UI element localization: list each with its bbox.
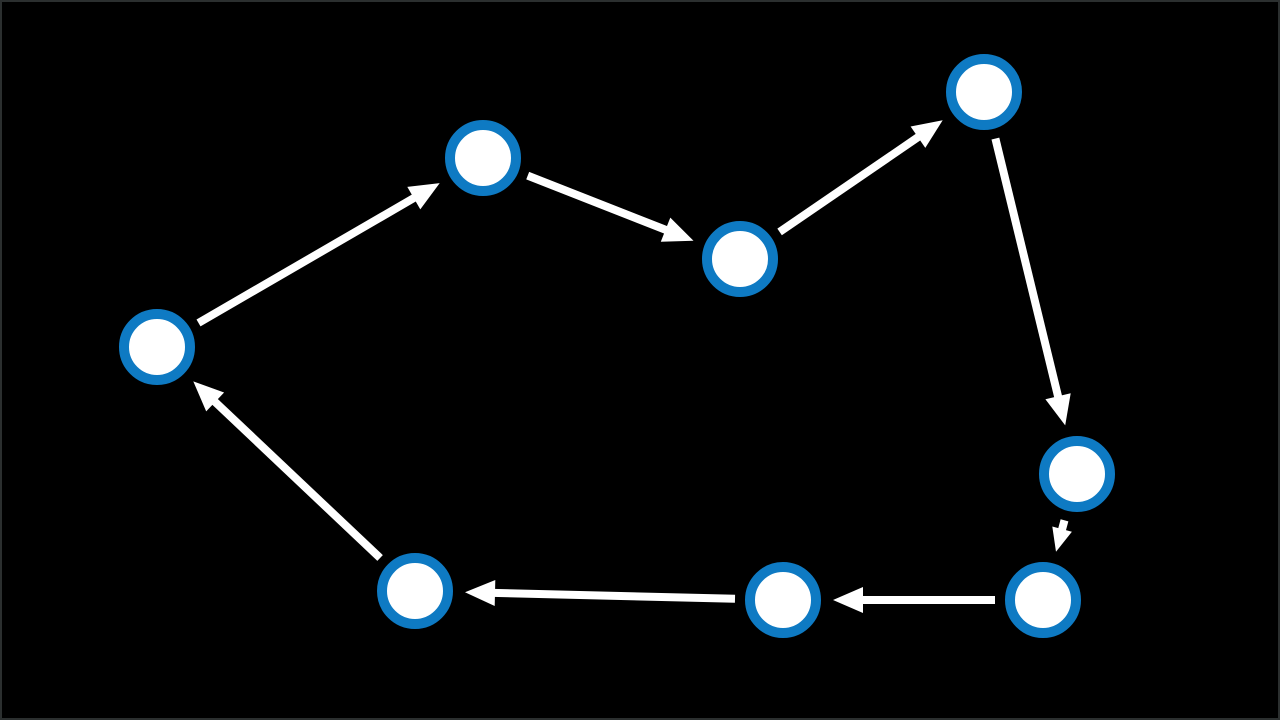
graph-edge-n2-n3: [526, 171, 694, 242]
edges-layer: [193, 120, 1072, 613]
graph-edge-n5-n6: [1052, 519, 1072, 552]
edge-shaft: [492, 588, 736, 603]
graph-edge-n7-n8: [465, 580, 736, 606]
graph-node-upper-middle-node: [702, 221, 778, 297]
edge-arrowhead-icon: [910, 120, 943, 148]
edge-arrowhead-icon: [1045, 393, 1071, 426]
graph-edge-n4-n5: [991, 137, 1071, 426]
edge-shaft: [526, 171, 669, 235]
graph-node-right-node: [1039, 436, 1115, 512]
edge-shaft: [991, 137, 1063, 400]
edge-arrowhead-icon: [833, 587, 863, 613]
graph-node-upper-left-node: [445, 120, 521, 196]
edge-arrowhead-icon: [660, 217, 694, 242]
edge-arrowhead-icon: [465, 580, 496, 606]
edge-shaft: [210, 397, 383, 561]
edge-arrowhead-icon: [193, 381, 225, 412]
graph-edge-n6-n7: [833, 587, 995, 613]
edge-arrowhead-icon: [1052, 526, 1072, 552]
edge-shaft: [777, 132, 922, 236]
graph-edge-n1-n2: [196, 183, 440, 327]
graph-node-bottom-middle-node: [745, 562, 821, 638]
graph-node-bottom-right-node: [1005, 562, 1081, 638]
edge-arrowhead-icon: [407, 183, 440, 210]
nodes-layer: [119, 54, 1115, 638]
graph-edge-n8-n1: [193, 381, 383, 561]
graph-edge-n3-n4: [777, 120, 943, 236]
graph-node-top-right-node: [946, 54, 1022, 130]
graph-node-left-node: [119, 309, 195, 385]
graph-node-bottom-left-node: [377, 553, 453, 629]
edge-shaft: [196, 193, 418, 327]
